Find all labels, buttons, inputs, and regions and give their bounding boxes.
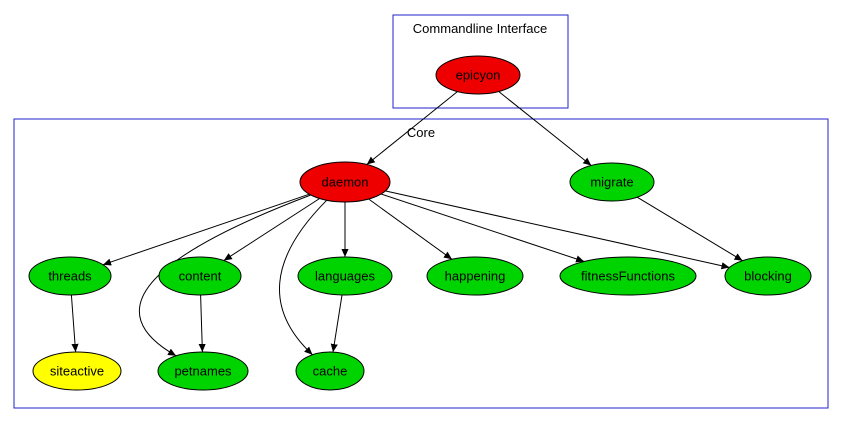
edge-daemon-to-fitnessFunctions bbox=[380, 193, 585, 263]
node-threads: threads bbox=[28, 256, 112, 296]
node-label-threads: threads bbox=[48, 269, 92, 284]
node-shape-threads bbox=[28, 256, 112, 296]
cluster-label-commandline-interface: Commandline Interface bbox=[413, 21, 547, 36]
edge-languages-to-cache bbox=[330, 294, 343, 353]
node-petnames: petnames bbox=[157, 351, 249, 391]
node-label-happening: happening bbox=[445, 269, 506, 284]
edge-daemon-to-blocking bbox=[385, 190, 730, 270]
node-happening: happening bbox=[426, 256, 524, 296]
node-shape-migrate bbox=[569, 162, 655, 202]
node-shape-petnames bbox=[157, 351, 249, 391]
node-fitnessFunctions: fitnessFunctions bbox=[559, 256, 697, 296]
node-label-petnames: petnames bbox=[174, 364, 232, 379]
edge-epicyon-to-daemon bbox=[366, 91, 458, 165]
node-shape-happening bbox=[426, 256, 524, 296]
edge-daemon-to-threads bbox=[102, 193, 310, 266]
node-content: content bbox=[158, 256, 242, 296]
edge-daemon-to-content bbox=[223, 198, 320, 261]
node-shape-cache bbox=[295, 351, 365, 391]
node-shape-languages bbox=[297, 256, 393, 296]
cluster-label-core: Core bbox=[407, 125, 435, 140]
node-label-blocking: blocking bbox=[744, 269, 792, 284]
node-siteactive: siteactive bbox=[32, 351, 122, 391]
node-label-epicyon: epicyon bbox=[456, 68, 501, 83]
node-shape-blocking bbox=[724, 256, 812, 296]
edge-daemon-to-happening bbox=[368, 198, 453, 260]
node-shape-siteactive bbox=[32, 351, 122, 391]
edge-threads-to-siteactive bbox=[70, 294, 79, 353]
node-cache: cache bbox=[295, 351, 365, 391]
node-label-languages: languages bbox=[315, 269, 375, 284]
node-shape-epicyon bbox=[435, 55, 521, 95]
node-daemon: daemon bbox=[299, 161, 391, 203]
node-blocking: blocking bbox=[724, 256, 812, 296]
cluster-commandline-interface bbox=[392, 14, 569, 109]
node-label-content: content bbox=[179, 269, 222, 284]
edge-migrate-to-blocking bbox=[636, 196, 743, 262]
node-shape-daemon bbox=[299, 161, 391, 203]
node-shape-content bbox=[158, 256, 242, 296]
edge-epicyon-to-migrate bbox=[498, 91, 592, 166]
node-label-migrate: migrate bbox=[590, 175, 633, 190]
node-shape-fitnessFunctions bbox=[559, 256, 697, 296]
cluster-core bbox=[13, 118, 829, 409]
edge-daemon-to-petnames bbox=[138, 194, 311, 357]
node-label-fitnessFunctions: fitnessFunctions bbox=[581, 269, 675, 284]
node-migrate: migrate bbox=[569, 162, 655, 202]
edge-content-to-petnames bbox=[198, 294, 206, 353]
node-epicyon: epicyon bbox=[435, 55, 521, 95]
node-languages: languages bbox=[297, 256, 393, 296]
node-label-daemon: daemon bbox=[322, 175, 369, 190]
node-label-cache: cache bbox=[313, 364, 348, 379]
node-label-siteactive: siteactive bbox=[50, 364, 104, 379]
edge-daemon-to-cache bbox=[279, 199, 328, 356]
